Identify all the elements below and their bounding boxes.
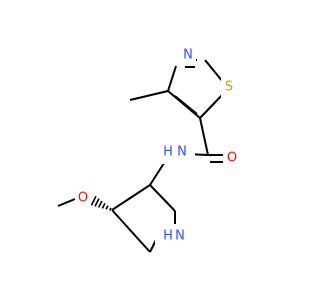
atom-n-amide: H N bbox=[161, 140, 195, 164]
bond-c4-c5-double bbox=[174, 95, 198, 115]
atom-label-o-methoxy: O bbox=[78, 191, 88, 206]
bond-c4-methyl bbox=[129, 90, 169, 101]
hash-stroke bbox=[94, 198, 100, 207]
atom-label-h-pyrrolidine: H bbox=[163, 229, 173, 244]
atom-label-h-amide: H bbox=[163, 145, 173, 160]
atom-label-n-amide: N bbox=[177, 145, 187, 160]
bond-n-c3 bbox=[149, 159, 167, 186]
bond-n3-c4 bbox=[167, 65, 177, 92]
bond-o-methyl bbox=[57, 198, 76, 207]
bond-c3-c2 bbox=[149, 184, 176, 212]
bond-c5-s1 bbox=[199, 91, 226, 119]
atom-label-o-carbonyl: O bbox=[227, 151, 237, 166]
molecule-structure-diagram: N S O H N O N H bbox=[57, 43, 239, 253]
atom-label-n-pyrrolidine: N bbox=[175, 229, 185, 244]
atom-label-layer: N S O H N O N H bbox=[75, 43, 239, 248]
hash-stroke bbox=[90, 195, 97, 206]
bond-s1-c2 bbox=[204, 59, 224, 83]
bond-layer bbox=[57, 59, 226, 253]
atom-s-thiazole: S bbox=[221, 76, 237, 98]
hash-stroke bbox=[105, 205, 109, 210]
atom-label-n-thiazole: N bbox=[183, 48, 193, 63]
bond-c5-c4 bbox=[111, 209, 151, 253]
atom-n-thiazole: N bbox=[180, 43, 196, 63]
atom-o-carbonyl: O bbox=[223, 147, 239, 169]
stereo-hash-bond bbox=[90, 195, 112, 211]
hash-stroke bbox=[101, 202, 106, 209]
atom-n-pyrrolidine: N H bbox=[155, 224, 189, 248]
hash-stroke bbox=[97, 200, 103, 208]
bond-c5-carbonyl bbox=[199, 117, 209, 156]
hash-stroke bbox=[109, 207, 112, 211]
atom-o-methoxy: O bbox=[75, 187, 91, 209]
bond-c4-c3 bbox=[111, 184, 151, 211]
atom-label-s-thiazole: S bbox=[225, 80, 233, 95]
